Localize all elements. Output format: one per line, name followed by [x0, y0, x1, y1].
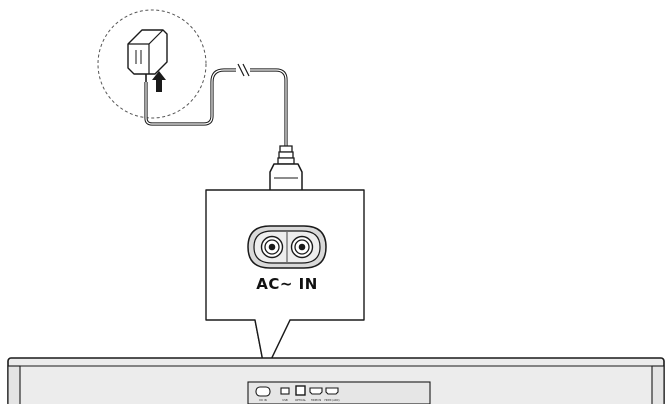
dc-in-port: [255, 386, 271, 397]
port-label-dc-in: DC IN: [259, 398, 266, 402]
port-label-hdmi-in: HDMI IN: [311, 398, 322, 402]
up-arrow-icon: [152, 71, 166, 92]
soundbar-right-end: [651, 365, 665, 404]
ac-socket-icon: [247, 225, 327, 269]
power-cable: [144, 63, 288, 146]
port-label-optical: OPTICAL: [295, 398, 307, 402]
ac-in-label: AC~ IN: [256, 275, 318, 293]
soundbar-port-panel: [247, 381, 431, 404]
soundbar-left-end: [7, 365, 21, 404]
usb-port: [280, 387, 290, 395]
port-label-hdmi-arc: HDMI (ARC): [324, 398, 339, 402]
dashed-inset-circle: [97, 9, 207, 119]
hdmi-arc-port: [325, 387, 339, 395]
wall-outlet-inset: [97, 9, 207, 119]
soundbar: DC IN USB OPTICAL HDMI IN HDMI (ARC): [7, 357, 665, 404]
hdmi-in-port: [309, 387, 323, 395]
optical-port: [295, 385, 306, 396]
port-label-usb: USB: [282, 398, 288, 402]
wall-outlet-plug-icon: [127, 29, 168, 82]
